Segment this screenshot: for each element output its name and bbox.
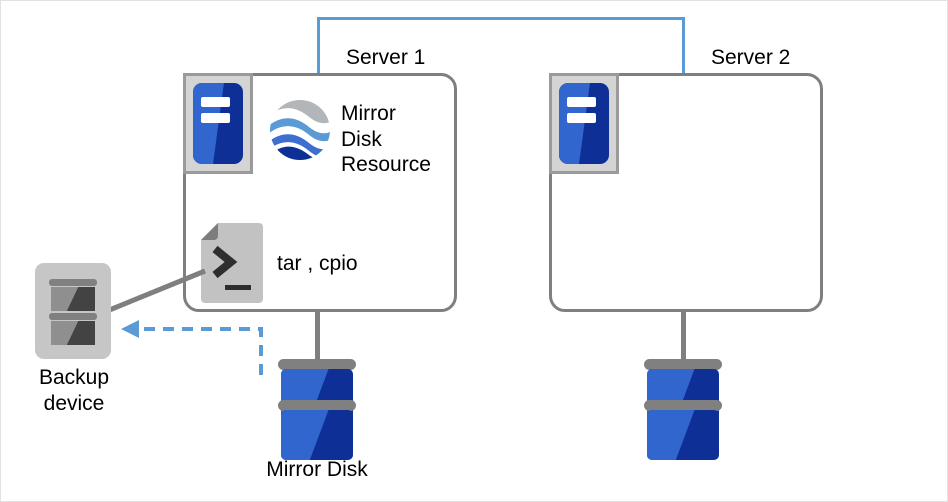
server-unit-icon-body	[193, 83, 243, 164]
mirror-disk-plate-2	[281, 410, 353, 460]
mirror-disk-resource-label-line2: Disk	[341, 127, 382, 151]
mirror-disk-cap-2	[644, 400, 722, 411]
mirror-disk-resource-icon	[269, 99, 331, 161]
mirror-disk-server2-icon[interactable]	[644, 359, 722, 460]
backup-device-icon[interactable]	[35, 263, 111, 359]
mirror-disk-cap-2	[278, 400, 356, 411]
server-unit-icon-bar-1	[201, 96, 230, 108]
server2-title: Server 2	[711, 46, 791, 69]
mirror-disk-to-backup-arrow	[121, 320, 263, 375]
mirror-disk-cap-1	[644, 359, 722, 370]
interconnect-bracket-right	[682, 17, 685, 75]
script-label: tar , cpio	[277, 252, 358, 275]
backup-tape-plate-2	[51, 321, 95, 345]
backup-device-label-line2: device	[43, 391, 105, 415]
server1-to-backup-device-line	[106, 268, 206, 314]
server2-to-mirror-disk-line	[681, 312, 686, 361]
backup-device-label-line1: Backup	[38, 366, 110, 389]
mirror-disk-cap-1	[278, 359, 356, 370]
script-file-icon	[201, 223, 263, 303]
server-unit-icon-body	[559, 83, 609, 164]
server-unit-icon	[183, 73, 253, 174]
backup-tape-plate-1	[51, 287, 95, 311]
backup-tape-bar-2	[49, 313, 97, 320]
backup-tape-bar-1	[49, 279, 97, 286]
server1-to-mirror-disk-line	[315, 312, 320, 361]
server-unit-icon-bar-1	[567, 96, 596, 108]
mirror-disk-resource-label-line1: Mirror	[341, 102, 396, 125]
server-unit-icon	[549, 73, 619, 174]
server-unit-icon-bar-2	[201, 112, 230, 124]
server1-title: Server 1	[346, 46, 426, 69]
interconnect-bracket-left	[317, 17, 320, 75]
mirror-disk-plate-2	[647, 410, 719, 460]
interconnect-bracket-top	[317, 17, 685, 20]
mirror-disk-resource-label-line3: Resource	[341, 153, 431, 177]
server-unit-icon-bar-2	[567, 112, 596, 124]
mirror-disk-server1-icon[interactable]	[278, 359, 356, 460]
mirror-disk-label: Mirror Disk	[266, 458, 368, 481]
